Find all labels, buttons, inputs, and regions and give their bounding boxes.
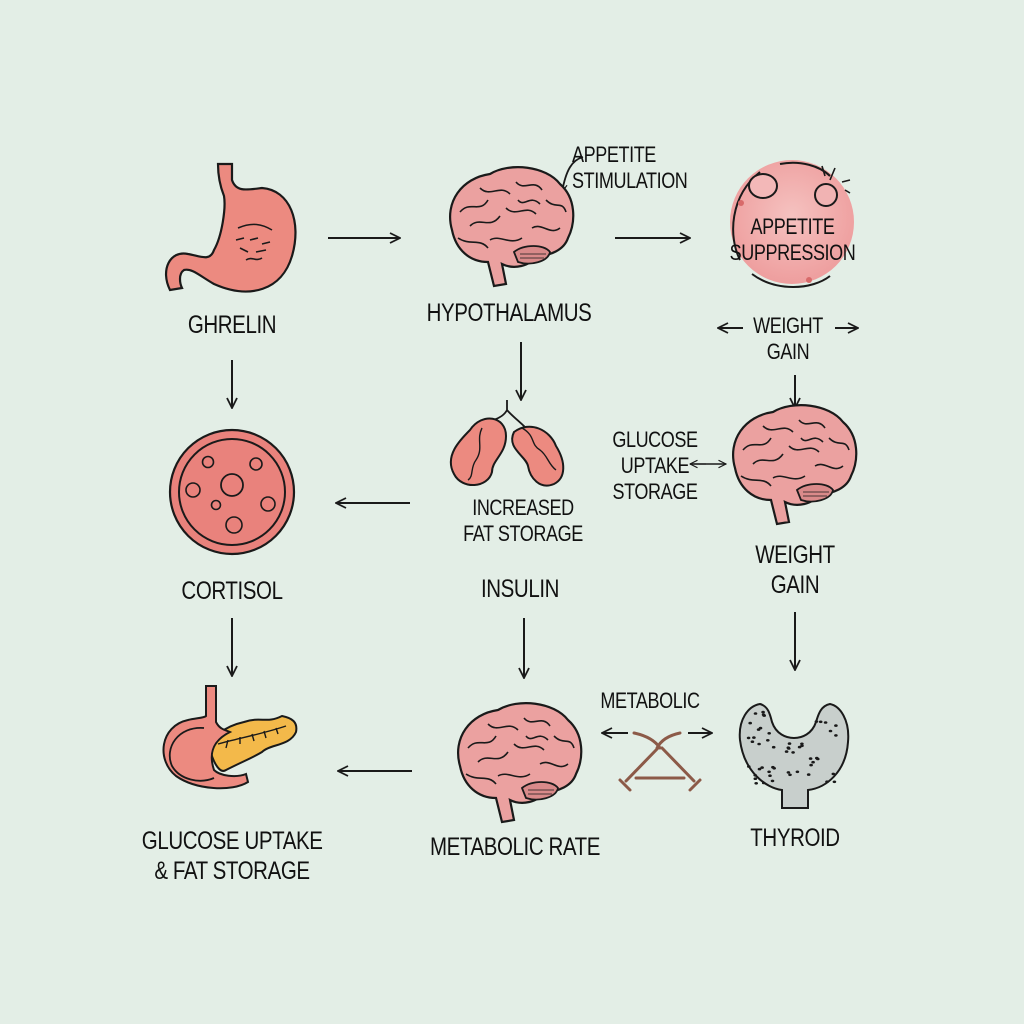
thyroid-icon bbox=[738, 702, 850, 809]
thyroid-dot bbox=[825, 780, 829, 783]
kidneys-icon bbox=[449, 400, 565, 487]
thyroid-dot bbox=[768, 774, 772, 777]
thyroid-dot bbox=[814, 720, 819, 723]
thyroid-dot bbox=[771, 765, 775, 769]
fat-cell-icon bbox=[730, 160, 854, 288]
thyroid-dot bbox=[823, 721, 828, 724]
node-label-glucose-uptake-fat-storage: GLUCOSE UPTAKE & FAT STORAGE bbox=[141, 827, 323, 885]
brain-icon bbox=[731, 404, 858, 526]
feedback-loop-icon bbox=[618, 731, 702, 792]
annotation-increased-fat-storage: INCREASED FAT STORAGE bbox=[463, 495, 583, 546]
node-label-insulin: INSULIN bbox=[480, 575, 560, 603]
thyroid-dot bbox=[788, 773, 792, 777]
stomach-icon bbox=[164, 162, 297, 293]
thyroid-dot bbox=[753, 774, 757, 777]
thyroid-dot bbox=[746, 736, 751, 740]
thyroid-dot bbox=[806, 773, 811, 776]
thyroid-dot bbox=[771, 745, 776, 749]
thyroid-dot bbox=[811, 760, 815, 764]
annotation-metabolic: METABOLIC bbox=[600, 688, 700, 713]
annotation-glucose-uptake-storage: GLUCOSE UPTAKE STORAGE bbox=[612, 427, 698, 504]
thyroid-dot bbox=[770, 779, 775, 783]
thyroid-dot bbox=[767, 732, 771, 735]
thyroid-dot bbox=[752, 736, 756, 739]
node-label-cortisol: CORTISOL bbox=[181, 577, 283, 605]
cell-icon bbox=[168, 428, 296, 556]
thyroid-dot bbox=[828, 729, 833, 733]
thyroid-dot bbox=[800, 744, 804, 748]
brain-icon bbox=[448, 166, 575, 288]
thyroid-dot bbox=[760, 766, 764, 769]
thyroid-dot bbox=[757, 767, 762, 771]
thyroid-dot bbox=[800, 742, 804, 746]
node-label-hypothalamus: HYPOTHALAMUS bbox=[426, 299, 592, 327]
brain-icon bbox=[456, 702, 583, 824]
thyroid-dot bbox=[757, 742, 761, 746]
annotation-appetite-stimulation: APPETITE STIMULATION bbox=[572, 142, 688, 193]
thyroid-dot bbox=[758, 726, 763, 730]
thyroid-dot bbox=[808, 757, 813, 760]
thyroid-dot bbox=[834, 724, 838, 727]
node-label-thyroid: THYROID bbox=[750, 824, 840, 852]
annotation-weight-gain: WEIGHT GAIN bbox=[753, 313, 823, 364]
thyroid-dot bbox=[786, 746, 791, 749]
node-label-weight-gain: WEIGHT GAIN bbox=[755, 541, 835, 599]
thyroid-dot bbox=[747, 765, 751, 768]
thyroid-dot bbox=[787, 742, 792, 745]
thyroid-dot bbox=[832, 780, 837, 784]
thyroid-dot bbox=[761, 713, 766, 716]
thyroid-dot bbox=[795, 770, 800, 774]
thyroid-dot bbox=[753, 712, 758, 715]
thyroid-dot bbox=[818, 720, 823, 724]
node-label-ghrelin: GHRELIN bbox=[187, 311, 277, 339]
thyroid-dot bbox=[761, 781, 766, 785]
thyroid-dot bbox=[809, 763, 813, 767]
thyroid-dot bbox=[767, 770, 771, 774]
thyroid-dot bbox=[791, 751, 795, 754]
thyroid-dot bbox=[748, 721, 752, 725]
thyroid-dot bbox=[815, 756, 819, 760]
thyroid-dot bbox=[784, 750, 789, 753]
thyroid-dot bbox=[754, 782, 758, 785]
pancreas-icon bbox=[162, 685, 298, 790]
thyroid-dot bbox=[761, 710, 765, 714]
thyroid-dot bbox=[750, 740, 755, 743]
thyroid-dot bbox=[831, 772, 836, 776]
thyroid-dot bbox=[753, 777, 758, 780]
thyroid-dot bbox=[834, 734, 838, 737]
node-label-metabolic-rate: METABOLIC RATE bbox=[429, 833, 601, 861]
node-label-appetite-suppression: APPETITE SUPPRESSION bbox=[729, 214, 856, 265]
thyroid-dot bbox=[786, 771, 791, 774]
thyroid-dot bbox=[766, 739, 770, 742]
